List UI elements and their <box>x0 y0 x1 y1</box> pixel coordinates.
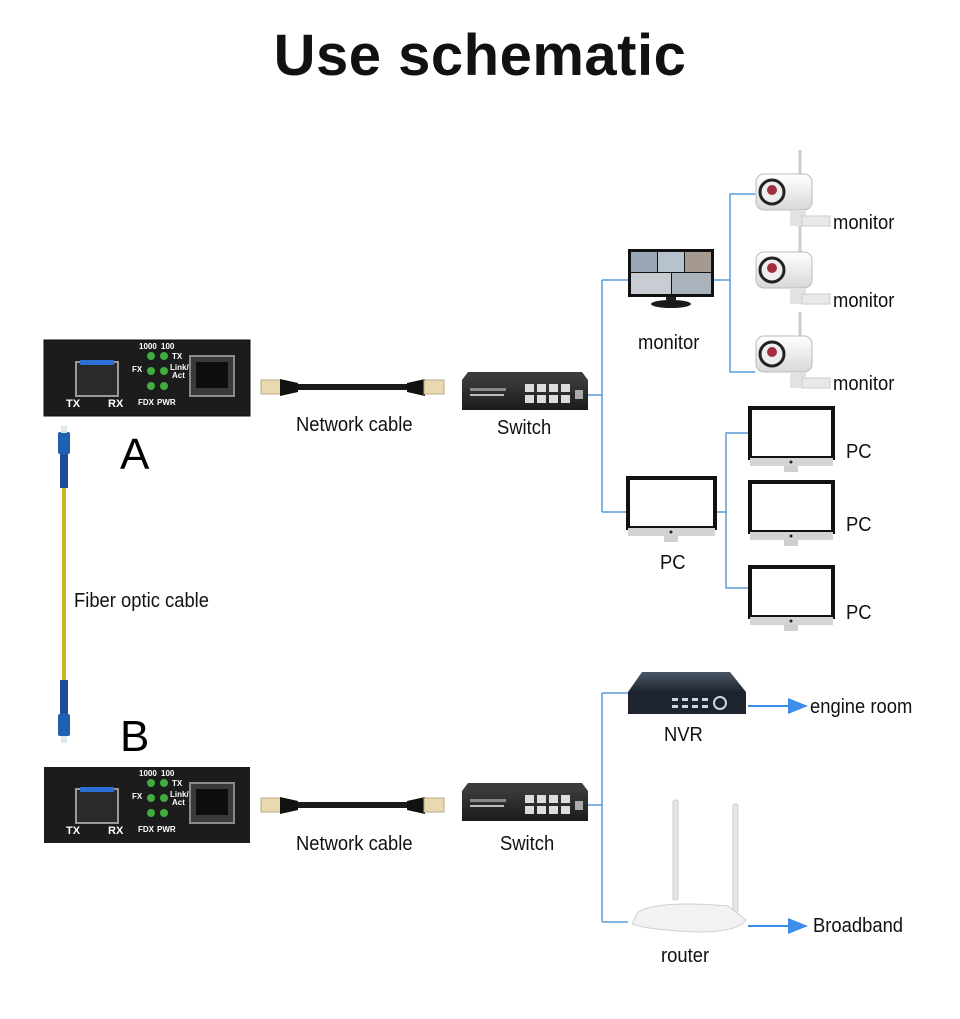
camera-graphic-3 <box>755 312 831 389</box>
led-label-100: 100 <box>161 342 175 351</box>
led-label-fx: FX <box>132 792 143 801</box>
pc-graphic-main <box>626 476 717 542</box>
led-label-act: Act <box>172 798 185 807</box>
nvr-label: NVR <box>664 724 703 746</box>
network-cable-a-label: Network cable <box>296 414 413 436</box>
network-cable-b-graphic <box>260 797 445 814</box>
monitor-display-graphic <box>628 249 714 308</box>
fiber-cable-label: Fiber optic cable <box>74 590 210 612</box>
camera-label-1: monitor <box>833 212 895 234</box>
led-label-link: Link/ <box>170 790 189 799</box>
port-label-tx: TX <box>66 825 81 837</box>
page-title: Use schematic <box>273 23 687 88</box>
converter-a-labels: TX RX 1000 100 FX TX Link/ Act FDX PWR <box>44 340 250 416</box>
engine-room-label: engine room <box>810 696 913 718</box>
connection-lines-b <box>588 692 628 923</box>
switch-a-label: Switch <box>497 417 552 439</box>
led-label-tx: TX <box>172 779 183 788</box>
nvr-graphic <box>628 672 746 714</box>
site-marker-b: B <box>120 712 150 761</box>
led-label-link: Link/ <box>170 363 189 372</box>
monitor-display-label: monitor <box>638 332 700 354</box>
pc-graphic-1 <box>748 406 835 472</box>
pc-label-3: PC <box>846 602 872 624</box>
router-label: router <box>661 945 710 967</box>
pc-graphic-2 <box>748 480 835 546</box>
led-label-pwr: PWR <box>157 398 176 407</box>
led-label-100: 100 <box>161 769 175 778</box>
port-label-rx: RX <box>108 398 124 410</box>
led-label-fx: FX <box>132 365 143 374</box>
led-label-tx: TX <box>172 352 183 361</box>
led-label-act: Act <box>172 371 185 380</box>
pc-to-pcs <box>715 432 750 513</box>
router-graphic <box>631 799 747 933</box>
camera-label-3: monitor <box>833 373 895 395</box>
network-cable-b-label: Network cable <box>296 833 413 855</box>
led-label-1000: 1000 <box>139 769 157 778</box>
pc-label-2: PC <box>846 514 872 536</box>
media-converter-b <box>44 767 250 843</box>
pc-graphic-3 <box>748 565 835 631</box>
switch-b-graphic <box>462 783 588 821</box>
led-label-pwr: PWR <box>157 825 176 834</box>
port-label-rx: RX <box>108 825 124 837</box>
led-label-fdx: FDX <box>138 398 154 407</box>
camera-graphic-2 <box>755 226 831 305</box>
led-label-fdx: FDX <box>138 825 154 834</box>
connection-lines-a <box>588 193 755 589</box>
camera-graphic-1 <box>755 150 831 227</box>
media-converter-a <box>43 339 251 417</box>
arrows <box>748 698 808 934</box>
port-label-tx: TX <box>66 398 81 410</box>
pc-label-1: PC <box>846 441 872 463</box>
network-cable-a-graphic <box>260 379 445 396</box>
broadband-label: Broadband <box>813 915 904 937</box>
camera-label-2: monitor <box>833 290 895 312</box>
switch-b-label: Switch <box>500 833 555 855</box>
led-label-1000: 1000 <box>139 342 157 351</box>
converter-b-labels: TX RX 1000 100 FX TX Link/ Act FDX PWR <box>44 767 250 843</box>
fiber-optic-cable <box>58 426 70 743</box>
pc-main-label: PC <box>660 552 686 574</box>
switch-a-graphic <box>462 372 588 410</box>
site-marker-a: A <box>120 430 150 479</box>
monitor-to-cameras <box>714 193 755 281</box>
